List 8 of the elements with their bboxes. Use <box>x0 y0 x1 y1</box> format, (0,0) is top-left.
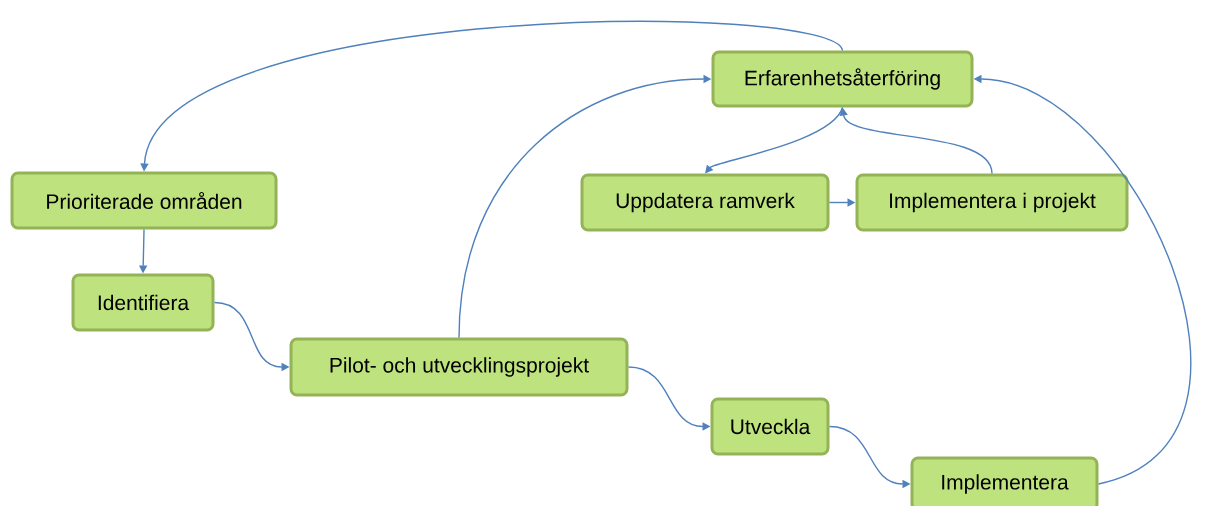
process-box: Uppdatera ramverk <box>580 173 830 232</box>
process-box: Erfarenhetsåterföring <box>711 50 974 108</box>
process-box: Pilot- och utvecklingsprojekt <box>289 337 629 397</box>
process-box: Implementera <box>910 456 1099 506</box>
process-box: Utveckla <box>710 397 830 456</box>
process-box: Identifiera <box>71 273 215 332</box>
process-box: Implementera i projekt <box>855 173 1129 232</box>
process-box: Prioriterade områden <box>10 171 278 230</box>
